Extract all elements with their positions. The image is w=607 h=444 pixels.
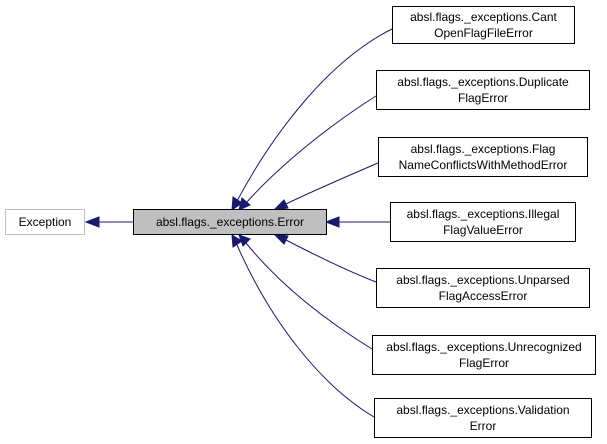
node-label-line: FlagError [457,91,508,105]
node-label-line: absl.flags._exceptions.Unrecognized [386,340,582,354]
node-unrecognized-flag-error[interactable]: absl.flags._exceptions.Unrecognized Flag… [372,335,596,375]
edge-unparsed-to-error [285,239,377,283]
node-label-line: absl.flags._exceptions.Illegal [406,207,560,221]
node-flag-name-conflicts-with-method-error[interactable]: absl.flags._exceptions.Flag NameConflict… [378,137,588,177]
node-label-line: OpenFlagFileError [434,26,533,40]
node-label-line: absl.flags._exceptions.Cant [410,10,557,24]
node-label-line: Error [469,419,497,433]
edge-unrecognized-to-error [245,242,373,350]
node-label-line: absl.flags._exceptions.Duplicate [397,75,569,89]
arrowhead-validation [231,234,243,248]
node-unparsed-flag-access-error[interactable]: absl.flags._exceptions.Unparsed FlagAcce… [376,268,590,308]
arrowhead-cant-open [231,196,243,212]
arrowhead-illegal [324,216,340,228]
arrowhead-exception [84,216,100,228]
node-exception[interactable]: Exception [5,209,85,235]
node-label-line: absl.flags._exceptions.Unparsed [396,273,570,287]
node-error[interactable]: absl.flags._exceptions.Error [133,209,327,235]
node-label-line: NameConflictsWithMethodError [398,158,568,172]
node-illegal-flag-value-error[interactable]: absl.flags._exceptions.Illegal FlagValue… [390,202,576,242]
node-label-line: absl.flags._exceptions.Validation [396,403,570,417]
edge-name-conflicts-to-error [285,162,379,205]
node-label-line: absl.flags._exceptions.Flag [410,142,556,156]
arrowhead-unparsed [272,233,289,245]
edge-cant-open-to-error [236,28,393,202]
arrowhead-duplicate [238,197,251,211]
edge-duplicate-to-error [245,95,377,204]
edge-validation-to-error [236,244,375,418]
node-validation-error[interactable]: absl.flags._exceptions.Validation Error [374,398,592,438]
node-duplicate-flag-error[interactable]: absl.flags._exceptions.Duplicate FlagErr… [376,70,590,110]
node-error-label: absl.flags._exceptions.Error [155,215,305,229]
node-label-line: FlagError [458,356,509,370]
node-label-line: FlagValueError [443,223,523,237]
node-exception-label: Exception [18,215,72,229]
node-cant-open-flag-file-error[interactable]: absl.flags._exceptions.Cant OpenFlagFile… [392,6,575,44]
node-label-line: FlagAccessError [438,289,528,303]
